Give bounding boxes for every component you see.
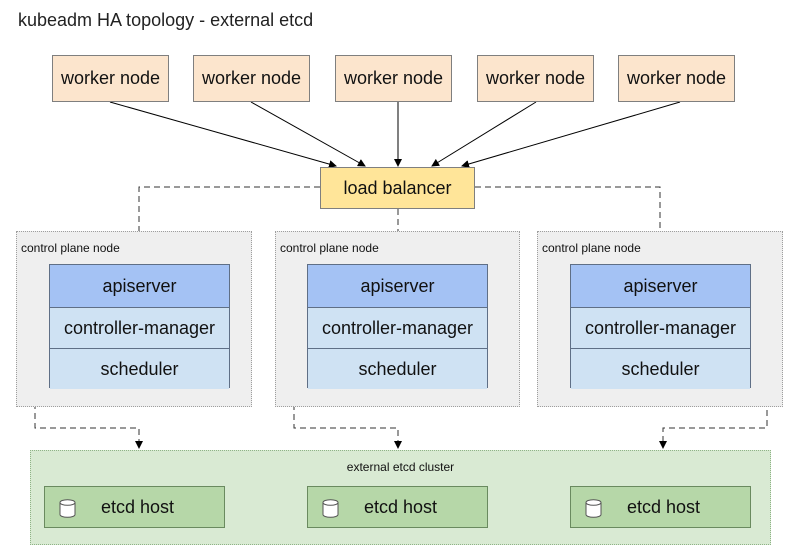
- worker-2-to-lb-arrow: [250, 101, 366, 167]
- component-stack-2: apiserver controller-manager scheduler: [307, 264, 488, 389]
- control-plane-label: control plane node: [21, 241, 120, 255]
- etcd-cluster-label: external etcd cluster: [346, 460, 455, 474]
- worker-4-to-lb-arrow: [431, 101, 537, 167]
- worker-5-to-lb-arrow: [461, 101, 681, 168]
- worker-node-2: worker node: [193, 55, 310, 102]
- etcd-host-2: etcd host: [307, 486, 488, 528]
- database-icon: [585, 499, 602, 518]
- scheduler-box: scheduler: [50, 348, 229, 389]
- lb-to-apiserver-3-line: [475, 186, 661, 264]
- worker-1-to-lb-arrow: [109, 101, 337, 168]
- component-stack-3: apiserver controller-manager scheduler: [570, 264, 751, 389]
- apiserver-box: apiserver: [308, 265, 487, 307]
- apiserver-box: apiserver: [571, 265, 750, 307]
- apiserver-box: apiserver: [50, 265, 229, 307]
- database-icon: [59, 499, 76, 518]
- etcd-host-1: etcd host: [44, 486, 225, 528]
- etcd-host-label: etcd host: [363, 496, 438, 517]
- apiserver-1-etcd-link: [34, 285, 143, 449]
- worker-node-1: worker node: [52, 55, 169, 102]
- scheduler-box: scheduler: [308, 348, 487, 389]
- database-icon: [322, 499, 339, 518]
- scheduler-box: scheduler: [571, 348, 750, 389]
- worker-node-3: worker node: [335, 55, 452, 102]
- controller-manager-box: controller-manager: [308, 307, 487, 348]
- controller-manager-box: controller-manager: [50, 307, 229, 348]
- apiserver-2-etcd-link: [293, 285, 402, 449]
- controller-manager-box: controller-manager: [571, 307, 750, 348]
- worker-node-5: worker node: [618, 55, 735, 102]
- etcd-host-label: etcd host: [100, 496, 175, 517]
- worker-node-4: worker node: [477, 55, 594, 102]
- etcd-host-3: etcd host: [570, 486, 751, 528]
- load-balancer: load balancer: [320, 167, 475, 209]
- component-stack-1: apiserver controller-manager scheduler: [49, 264, 230, 389]
- etcd-host-label: etcd host: [626, 496, 701, 517]
- control-plane-label: control plane node: [280, 241, 379, 255]
- control-plane-label: control plane node: [542, 241, 641, 255]
- diagram-title: kubeadm HA topology - external etcd: [18, 10, 314, 30]
